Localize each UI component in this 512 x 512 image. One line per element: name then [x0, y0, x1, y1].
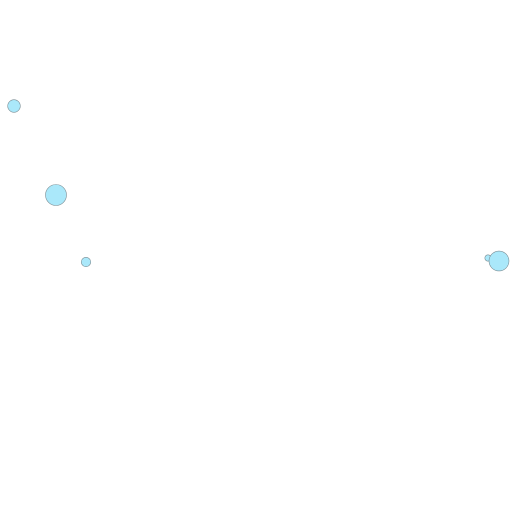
marker-5[interactable] [488, 250, 510, 272]
marker-2[interactable] [45, 184, 67, 206]
marker-3[interactable] [80, 256, 92, 268]
marker-1[interactable] [7, 99, 21, 113]
marker-layer [7, 99, 510, 272]
